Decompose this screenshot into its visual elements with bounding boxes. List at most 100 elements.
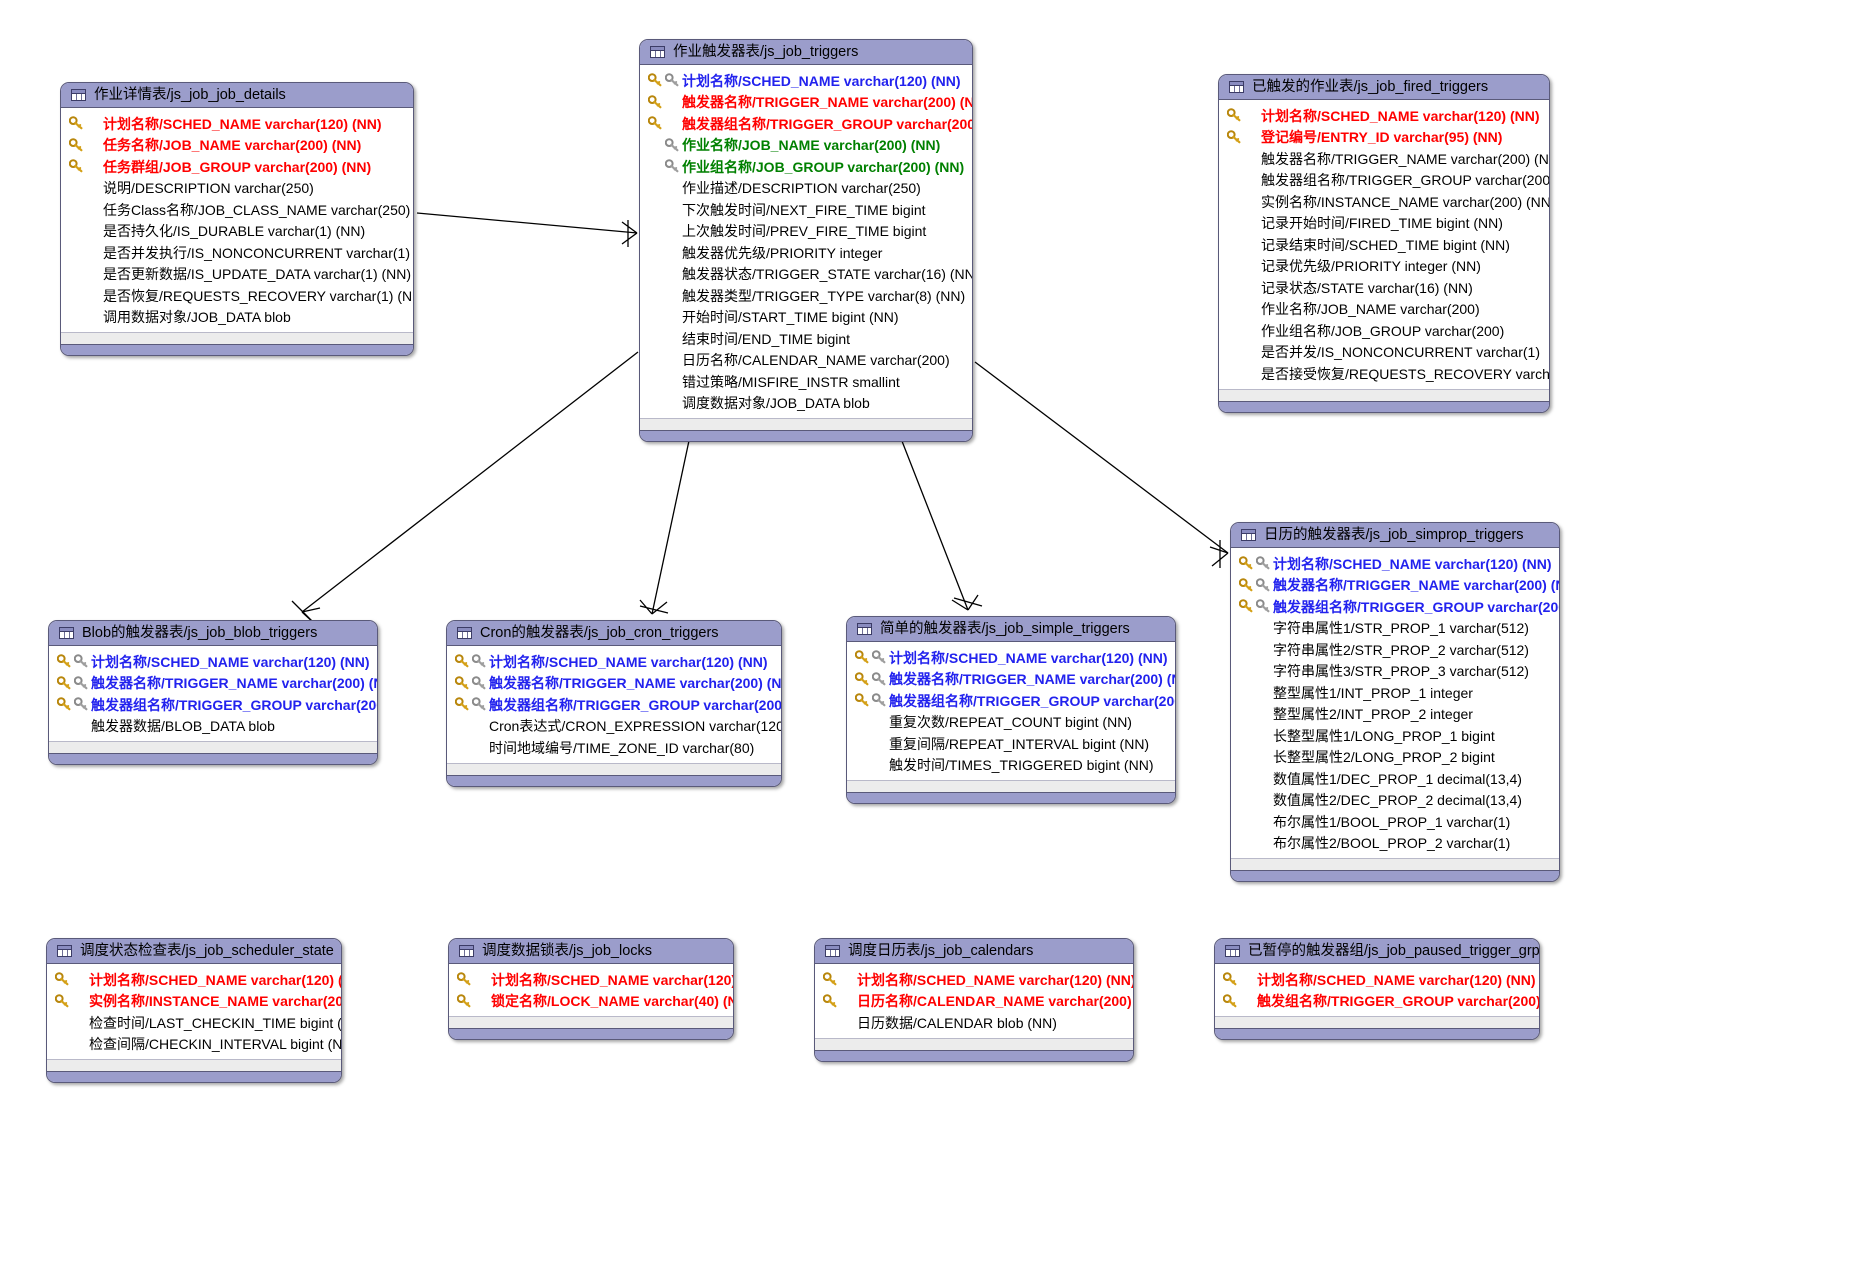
column-row[interactable]: 调用数据对象/JOB_DATA blob (61, 307, 413, 329)
entity-header[interactable]: 简单的触发器表/js_job_simple_triggers (847, 617, 1175, 642)
entity-header[interactable]: 已触发的作业表/js_job_fired_triggers (1219, 75, 1549, 100)
entity-js_job_triggers[interactable]: 作业触发器表/js_job_triggers 计划名称/SCHED_NAME va… (639, 39, 973, 442)
entity-header[interactable]: 日历的触发器表/js_job_simprop_triggers (1231, 523, 1559, 548)
entity-js_job_fired_triggers[interactable]: 已触发的作业表/js_job_fired_triggers 计划名称/SCHED_… (1218, 74, 1550, 413)
column-row[interactable]: 计划名称/SCHED_NAME varchar(120) (NN) (447, 651, 781, 673)
entity-header[interactable]: 调度数据锁表/js_job_locks (449, 939, 733, 964)
column-row[interactable]: 是否持久化/IS_DURABLE varchar(1) (NN) (61, 221, 413, 243)
column-row[interactable]: 作业组名称/JOB_GROUP varchar(200) (NN) (640, 156, 972, 178)
column-row[interactable]: 计划名称/SCHED_NAME varchar(120) (NN) (815, 969, 1133, 991)
column-row[interactable]: 字符串属性1/STR_PROP_1 varchar(512) (1231, 618, 1559, 640)
column-row[interactable]: 布尔属性1/BOOL_PROP_1 varchar(1) (1231, 811, 1559, 833)
column-row[interactable]: 触发器名称/TRIGGER_NAME varchar(200) (NN) (1219, 148, 1549, 170)
column-row[interactable]: 开始时间/START_TIME bigint (NN) (640, 307, 972, 329)
column-row[interactable]: 触发器组名称/TRIGGER_GROUP varchar(200) (NN) (49, 694, 377, 716)
column-row[interactable]: 计划名称/SCHED_NAME varchar(120) (NN) (449, 969, 733, 991)
column-row[interactable]: 实例名称/INSTANCE_NAME varchar(200) (NN) (47, 991, 341, 1013)
column-row[interactable]: 记录优先级/PRIORITY integer (NN) (1219, 256, 1549, 278)
column-row[interactable]: 日历名称/CALENDAR_NAME varchar(200) (640, 350, 972, 372)
entity-js_job_calendars[interactable]: 调度日历表/js_job_calendars 计划名称/SCHED_NAME va… (814, 938, 1134, 1062)
column-row[interactable]: 是否更新数据/IS_UPDATE_DATA varchar(1) (NN) (61, 264, 413, 286)
column-row[interactable]: 实例名称/INSTANCE_NAME varchar(200) (NN) (1219, 191, 1549, 213)
column-row[interactable]: 字符串属性3/STR_PROP_3 varchar(512) (1231, 661, 1559, 683)
column-row[interactable]: 日历名称/CALENDAR_NAME varchar(200) (NN) (815, 991, 1133, 1013)
column-row[interactable]: 锁定名称/LOCK_NAME varchar(40) (NN) (449, 991, 733, 1013)
entity-js_job_job_details[interactable]: 作业详情表/js_job_job_details 计划名称/SCHED_NAME … (60, 82, 414, 356)
entity-js_job_blob_triggers[interactable]: Blob的触发器表/js_job_blob_triggers 计划名称/SCHED… (48, 620, 378, 765)
column-row[interactable]: 触发器名称/TRIGGER_NAME varchar(200) (NN) (447, 673, 781, 695)
column-row[interactable]: 下次触发时间/NEXT_FIRE_TIME bigint (640, 199, 972, 221)
column-row[interactable]: 整型属性1/INT_PROP_1 integer (1231, 682, 1559, 704)
column-row[interactable]: 长整型属性1/LONG_PROP_1 bigint (1231, 725, 1559, 747)
column-row[interactable]: 是否接受恢复/REQUESTS_RECOVERY varchar(1) (1219, 363, 1549, 385)
column-row[interactable]: 记录结束时间/SCHED_TIME bigint (NN) (1219, 234, 1549, 256)
entity-header[interactable]: 已暂停的触发器组/js_job_paused_trigger_grps (1215, 939, 1539, 964)
column-row[interactable]: 记录开始时间/FIRED_TIME bigint (NN) (1219, 213, 1549, 235)
column-row[interactable]: 触发器名称/TRIGGER_NAME varchar(200) (NN) (847, 669, 1175, 691)
column-row[interactable]: 说明/DESCRIPTION varchar(250) (61, 178, 413, 200)
column-row[interactable]: 计划名称/SCHED_NAME varchar(120) (NN) (47, 969, 341, 991)
column-row[interactable]: 计划名称/SCHED_NAME varchar(120) (NN) (847, 647, 1175, 669)
column-row[interactable]: 触发器组名称/TRIGGER_GROUP varchar(200) (NN) (447, 694, 781, 716)
entity-header[interactable]: 调度状态检查表/js_job_scheduler_state (47, 939, 341, 964)
entity-header[interactable]: Cron的触发器表/js_job_cron_triggers (447, 621, 781, 646)
column-row[interactable]: 触发器数据/BLOB_DATA blob (49, 716, 377, 738)
entity-js_job_cron_triggers[interactable]: Cron的触发器表/js_job_cron_triggers 计划名称/SCHED… (446, 620, 782, 787)
column-row[interactable]: 调度数据对象/JOB_DATA blob (640, 393, 972, 415)
column-row[interactable]: 作业名称/JOB_NAME varchar(200) (1219, 299, 1549, 321)
column-row[interactable]: 触发组名称/TRIGGER_GROUP varchar(200) (NN) (1215, 991, 1539, 1013)
column-row[interactable]: 时间地域编号/TIME_ZONE_ID varchar(80) (447, 737, 781, 759)
column-row[interactable]: 作业描述/DESCRIPTION varchar(250) (640, 178, 972, 200)
column-row[interactable]: 计划名称/SCHED_NAME varchar(120) (NN) (1231, 553, 1559, 575)
column-row[interactable]: 布尔属性2/BOOL_PROP_2 varchar(1) (1231, 833, 1559, 855)
column-row[interactable]: 触发器类型/TRIGGER_TYPE varchar(8) (NN) (640, 285, 972, 307)
column-row[interactable]: 触发器组名称/TRIGGER_GROUP varchar(200) (NN) (1231, 596, 1559, 618)
column-row[interactable]: 计划名称/SCHED_NAME varchar(120) (NN) (61, 113, 413, 135)
column-row[interactable]: 结束时间/END_TIME bigint (640, 328, 972, 350)
column-row[interactable]: 是否恢复/REQUESTS_RECOVERY varchar(1) (NN) (61, 285, 413, 307)
column-row[interactable]: 重复间隔/REPEAT_INTERVAL bigint (NN) (847, 733, 1175, 755)
column-row[interactable]: 计划名称/SCHED_NAME varchar(120) (NN) (1219, 105, 1549, 127)
column-row[interactable]: 记录状态/STATE varchar(16) (NN) (1219, 277, 1549, 299)
column-row[interactable]: 作业名称/JOB_NAME varchar(200) (NN) (640, 135, 972, 157)
column-row[interactable]: 检查间隔/CHECKIN_INTERVAL bigint (NN) (47, 1034, 341, 1056)
column-row[interactable]: 错过策略/MISFIRE_INSTR smallint (640, 371, 972, 393)
column-row[interactable]: 作业组名称/JOB_GROUP varchar(200) (1219, 320, 1549, 342)
column-row[interactable]: 任务群组/JOB_GROUP varchar(200) (NN) (61, 156, 413, 178)
column-row[interactable]: 触发器组名称/TRIGGER_GROUP varchar(200) (NN) (640, 113, 972, 135)
entity-js_job_scheduler_state[interactable]: 调度状态检查表/js_job_scheduler_state 计划名称/SCHED… (46, 938, 342, 1083)
column-row[interactable]: 任务Class名称/JOB_CLASS_NAME varchar(250) (N… (61, 199, 413, 221)
column-row[interactable]: 数值属性2/DEC_PROP_2 decimal(13,4) (1231, 790, 1559, 812)
column-row[interactable]: 触发器状态/TRIGGER_STATE varchar(16) (NN) (640, 264, 972, 286)
column-row[interactable]: 计划名称/SCHED_NAME varchar(120) (NN) (49, 651, 377, 673)
column-row[interactable]: 重复次数/REPEAT_COUNT bigint (NN) (847, 712, 1175, 734)
entity-js_job_simprop_triggers[interactable]: 日历的触发器表/js_job_simprop_triggers 计划名称/SCHE… (1230, 522, 1560, 882)
column-row[interactable]: 触发器名称/TRIGGER_NAME varchar(200) (NN) (49, 673, 377, 695)
column-row[interactable]: 是否并发/IS_NONCONCURRENT varchar(1) (1219, 342, 1549, 364)
column-row[interactable]: 日历数据/CALENDAR blob (NN) (815, 1012, 1133, 1034)
column-row[interactable]: 登记编号/ENTRY_ID varchar(95) (NN) (1219, 127, 1549, 149)
column-row[interactable]: 数值属性1/DEC_PROP_1 decimal(13,4) (1231, 768, 1559, 790)
column-row[interactable]: 计划名称/SCHED_NAME varchar(120) (NN) (1215, 969, 1539, 991)
column-row[interactable]: 是否并发执行/IS_NONCONCURRENT varchar(1) (NN) (61, 242, 413, 264)
column-row[interactable]: 触发器名称/TRIGGER_NAME varchar(200) (NN) (1231, 575, 1559, 597)
entity-js_job_paused_trigger_grps[interactable]: 已暂停的触发器组/js_job_paused_trigger_grps 计划名称/… (1214, 938, 1540, 1040)
column-row[interactable]: 检查时间/LAST_CHECKIN_TIME bigint (NN) (47, 1012, 341, 1034)
column-row[interactable]: 触发器名称/TRIGGER_NAME varchar(200) (NN) (640, 92, 972, 114)
entity-header[interactable]: Blob的触发器表/js_job_blob_triggers (49, 621, 377, 646)
entity-header[interactable]: 作业触发器表/js_job_triggers (640, 40, 972, 65)
column-row[interactable]: 计划名称/SCHED_NAME varchar(120) (NN) (640, 70, 972, 92)
column-row[interactable]: 触发器优先级/PRIORITY integer (640, 242, 972, 264)
entity-header[interactable]: 调度日历表/js_job_calendars (815, 939, 1133, 964)
entity-header[interactable]: 作业详情表/js_job_job_details (61, 83, 413, 108)
column-row[interactable]: 触发器组名称/TRIGGER_GROUP varchar(200) (NN) (847, 690, 1175, 712)
entity-js_job_simple_triggers[interactable]: 简单的触发器表/js_job_simple_triggers 计划名称/SCHED… (846, 616, 1176, 804)
column-row[interactable]: 触发器组名称/TRIGGER_GROUP varchar(200) (NN) (1219, 170, 1549, 192)
column-row[interactable]: Cron表达式/CRON_EXPRESSION varchar(120) (NN… (447, 716, 781, 738)
column-row[interactable]: 触发时间/TIMES_TRIGGERED bigint (NN) (847, 755, 1175, 777)
column-row[interactable]: 长整型属性2/LONG_PROP_2 bigint (1231, 747, 1559, 769)
entity-js_job_locks[interactable]: 调度数据锁表/js_job_locks 计划名称/SCHED_NAME varch… (448, 938, 734, 1040)
column-row[interactable]: 任务名称/JOB_NAME varchar(200) (NN) (61, 135, 413, 157)
column-row[interactable]: 整型属性2/INT_PROP_2 integer (1231, 704, 1559, 726)
column-row[interactable]: 字符串属性2/STR_PROP_2 varchar(512) (1231, 639, 1559, 661)
